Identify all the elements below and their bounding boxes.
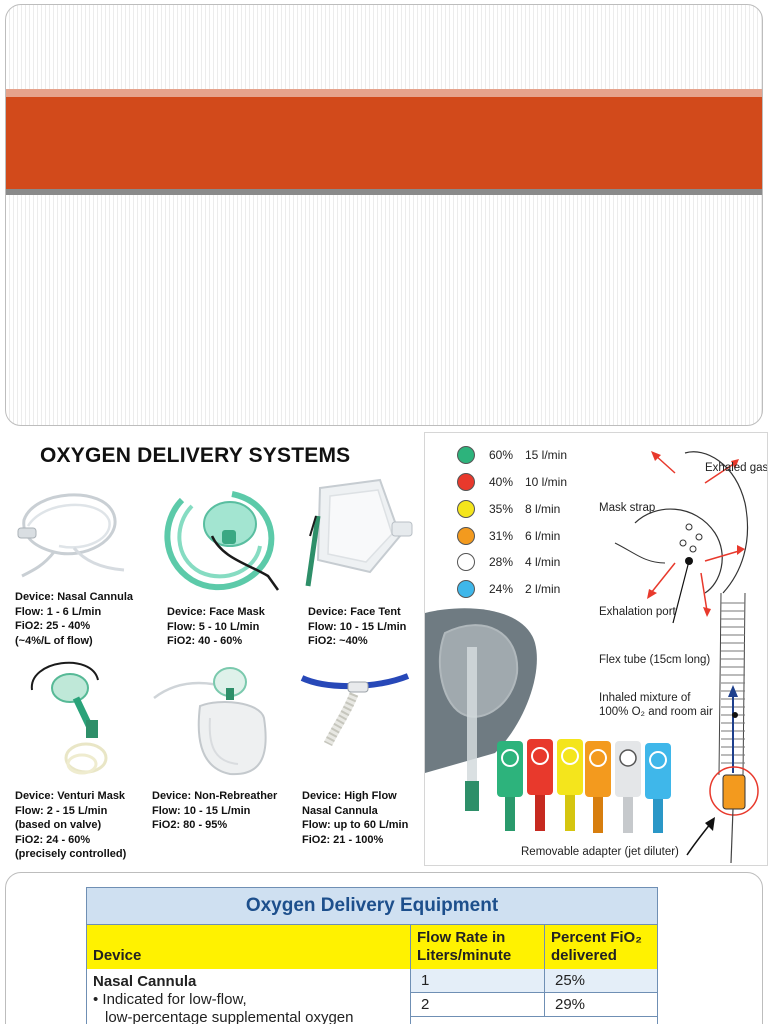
label-exhalation-port: Exhalation port [599,606,676,618]
color-dot-icon [457,580,475,598]
legend-row-60: 60% 15 l/min [457,445,585,465]
legend-row-28: 28% 4 l/min [457,552,585,572]
label-inhaled-mixture: Inhaled mixture of 100% O₂ and room air [599,692,713,718]
face-mask-image [164,491,280,591]
title-band-shadow [6,189,762,195]
venturi-mask-image [30,661,108,775]
color-dot-icon [457,500,475,518]
device-high-flow-text: Device: High Flow Nasal Cannula Flow: up… [302,790,409,846]
device-face-tent-text: Device: Face Tent Flow: 10 - 15 L/min Fi… [308,606,407,647]
device-face-mask-text: Device: Face Mask Flow: 5 - 10 L/min FiO… [167,606,265,647]
table-header: Device Flow Rate in Liters/minute Percen… [86,925,658,969]
label-exhaled-gas: Exhaled gas [705,462,768,474]
adapter-row-2 [585,741,671,833]
non-rebreather-image [153,667,267,776]
high-flow-nasal-cannula-image [300,673,410,747]
label-mask-strap: Mask strap [599,502,656,514]
legend-row-35: 35% 8 l/min [457,499,585,519]
color-dot-icon [457,553,475,571]
oxygen-delivery-systems-figure: OXYGEN DELIVERY SYSTEMS Device: Nasal Ca… [0,432,424,866]
table-row: 1 25% [411,969,657,993]
device-cell: Nasal Cannula • Indicated for low-flow, … [87,969,411,1024]
mask-line-diagram [614,451,759,864]
nasal-cannula-image [17,493,125,578]
legend-row-24: 24% 2 l/min [457,579,585,599]
title-band [6,97,762,189]
flow-rows: 1 25% 2 29% [411,969,657,1024]
label-removable-adapter: Removable adapter (jet diluter) [521,846,679,858]
legend-row-40: 40% 10 l/min [457,472,585,492]
color-dot-icon [457,473,475,491]
legend-row-31: 31% 6 l/min [457,526,585,546]
header-fio2: Percent FiO₂ delivered [551,929,642,964]
venturi-photo [425,603,603,865]
title-slide [5,4,763,426]
title-band-accent [6,89,762,97]
device-non-rebreather-text: Device: Non-Rebreather Flow: 10 - 15 L/m… [152,790,278,831]
oxygen-equipment-table: Oxygen Delivery Equipment Device Flow Ra… [86,887,658,1024]
venturi-mask-diagram: 60% 15 l/min 40% 10 l/min 35% 8 l/min 31… [424,432,768,866]
label-flex-tube: Flex tube (15cm long) [599,654,711,666]
face-tent-image [305,478,413,587]
figure-title: OXYGEN DELIVERY SYSTEMS [40,444,351,467]
device-venturi-mask-text: Device: Venturi Mask Flow: 2 - 15 L/min … [15,790,127,860]
adapter-row [497,739,583,831]
table-body: Nasal Cannula • Indicated for low-flow, … [86,969,658,1024]
device-nasal-cannula-text: Device: Nasal Cannula Flow: 1 - 6 L/min … [15,591,133,647]
header-device: Device [87,925,411,969]
equipment-table-slide: Oxygen Delivery Equipment Device Flow Ra… [5,872,763,1024]
color-dot-icon [457,527,475,545]
header-flow: Flow Rate in Liters/minute [411,925,545,969]
table-row: 2 29% [411,993,657,1017]
table-title: Oxygen Delivery Equipment [86,887,658,925]
color-dot-icon [457,446,475,464]
